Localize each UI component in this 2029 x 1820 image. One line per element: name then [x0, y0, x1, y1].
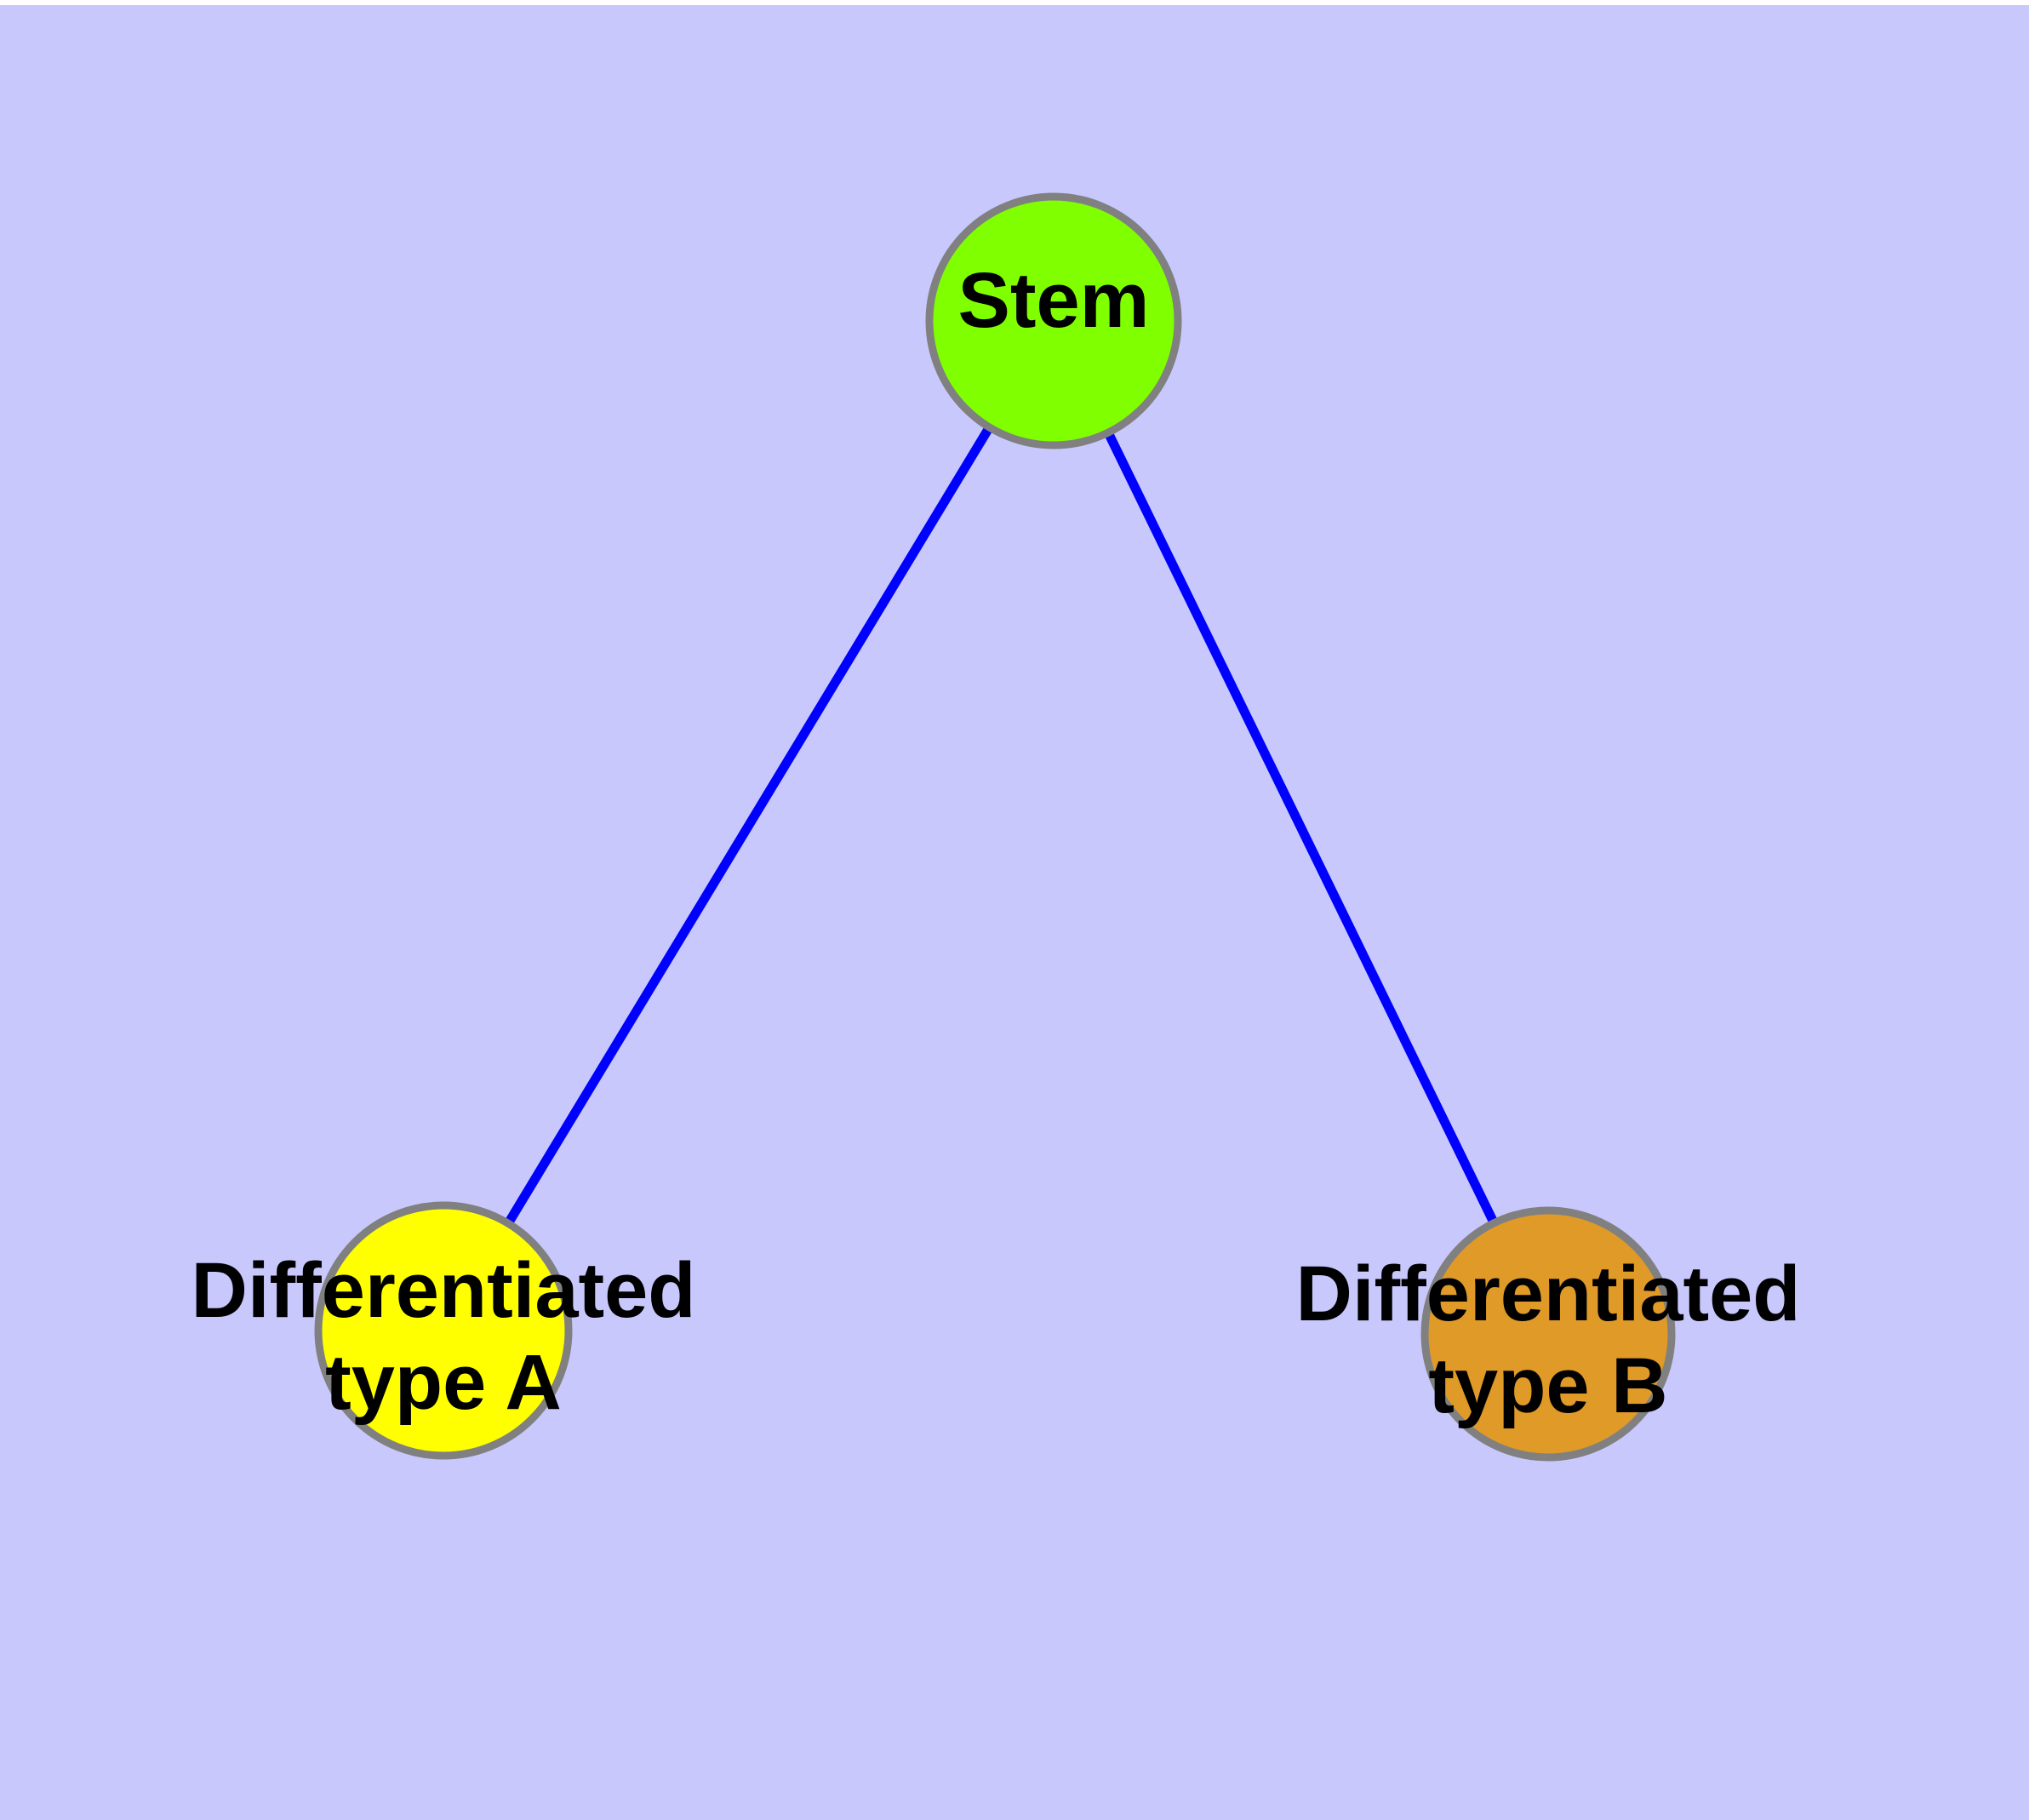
top-border-strip [0, 0, 2029, 5]
edge-stem-to-diff-b[interactable] [1096, 415, 1506, 1241]
node-circle-stem[interactable] [925, 192, 1182, 449]
node-circle-diff-b[interactable] [1420, 1206, 1676, 1462]
node-circle-diff-a[interactable] [314, 1201, 573, 1460]
edge-stem-to-diff-a[interactable] [494, 409, 1003, 1241]
